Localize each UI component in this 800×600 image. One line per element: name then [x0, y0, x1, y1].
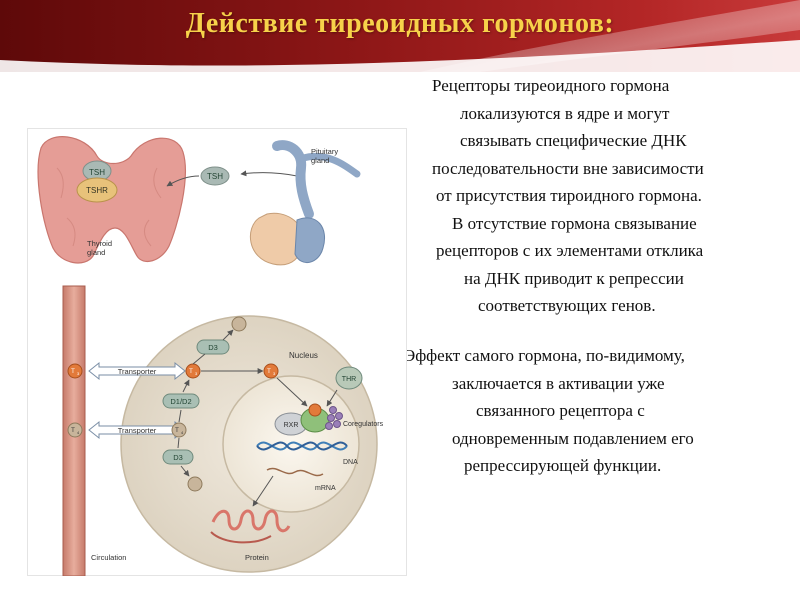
paragraph-line: соответствующих генов. — [478, 296, 656, 315]
paragraph-line: Эффект самого гормона, по-видимому, — [404, 346, 685, 365]
thyroid-label-line2: gland — [87, 248, 105, 257]
nucleus-label: Nucleus — [289, 351, 318, 360]
t4-to-d3-connector — [177, 437, 180, 449]
d3-enzyme-bottom — [162, 449, 194, 465]
protein-label: Protein — [245, 553, 269, 562]
paragraph-line: связанного рецептора с — [476, 401, 645, 420]
page-title: Действие тиреоидных гормонов: — [185, 8, 615, 39]
thr-to-complex-arrow — [326, 389, 338, 407]
tshr-receptor — [76, 177, 118, 203]
tsh-gland-label: TSH — [89, 168, 105, 177]
tsh-molecule — [200, 166, 230, 186]
thr-receptor — [335, 366, 363, 390]
coregulators-label: Coregulators — [343, 421, 384, 428]
d3-bottom-label: D3 — [173, 453, 183, 462]
transporter-label-2: Transporter — [118, 426, 157, 435]
t3-nucleus-label: T — [267, 369, 271, 375]
t4-cytoplasm-marker — [171, 422, 187, 438]
t4-circulating-marker — [67, 422, 83, 438]
paragraph-line: на ДНК приводит к репрессии — [464, 268, 684, 288]
protein-coil — [210, 509, 291, 544]
d3-to-t2-arrow — [222, 329, 234, 341]
circulation-label: Circulation — [91, 553, 126, 562]
t3-nucleus-marker — [263, 363, 279, 379]
paragraph-line: Рецепторы тиреоидного гормона — [432, 76, 670, 95]
title-band: Действие тиреоидных гормонов: — [0, 0, 800, 72]
t4-circulating-sub: 4 — [77, 430, 80, 435]
t3-circulating-sub: 3 — [77, 371, 80, 376]
dna-helix — [256, 441, 348, 451]
paragraph-line: репрессирующей функции. — [464, 456, 662, 475]
d1-d2-enzyme — [162, 393, 200, 409]
t4-cytoplasm-sub: 4 — [181, 430, 184, 435]
thyroid-label-line1: Thyroid — [87, 239, 112, 248]
coregulators-cluster — [325, 406, 343, 430]
d3-enzyme-top — [196, 339, 230, 355]
thr-label: THR — [342, 376, 356, 383]
pituitary-to-tsh-arrow — [240, 170, 298, 177]
rxr-label: RXR — [284, 422, 299, 429]
title-band-background — [0, 0, 800, 72]
d3-top-label: D3 — [208, 343, 218, 352]
paragraph-receptors: Рецепторы тиреоидного гормона локализуют… — [418, 72, 798, 320]
t3-cytoplasm-label: T — [189, 369, 193, 375]
d1-d2-label: D1/D2 — [170, 397, 191, 406]
t4-circulating-label: T — [71, 428, 75, 434]
paragraph-line: последовательности вне зависимости — [432, 158, 704, 178]
t2-top-marker — [231, 316, 247, 332]
tsh-to-thyroid-arrow — [166, 175, 200, 187]
paragraph-line: от присутствия тироидного гормона. — [436, 186, 702, 205]
t3-nucleus-sub: 3 — [273, 371, 276, 376]
paragraph-line: В отсутствие гормона связывание — [452, 213, 697, 233]
paragraph-line: заключается в активации уже — [452, 373, 665, 393]
pituitary-gland — [250, 140, 361, 266]
t3-circulating-marker — [67, 363, 83, 379]
t4-to-d1d2-connector — [178, 409, 182, 423]
transporter-t3 — [88, 361, 186, 381]
mrna-label: mRNA — [315, 485, 336, 492]
t4-cytoplasm-label: T — [175, 428, 179, 434]
d3-to-rt3-arrow — [180, 465, 190, 477]
transporter-label-1: Transporter — [118, 367, 157, 376]
thyroid-gland — [37, 136, 186, 264]
t3-cytoplasm-marker — [185, 363, 201, 379]
paragraph-line: локализуются в ядре и могут — [460, 103, 670, 123]
t3-bound-marker — [308, 403, 322, 417]
t3-to-receptor-arrow — [276, 377, 308, 407]
tsh-molecule-label: TSH — [207, 172, 223, 181]
mrna-strand — [266, 467, 324, 477]
paragraph-line: рецепторов с их элементами отклика — [436, 241, 704, 260]
t3-to-d3-connector — [192, 353, 206, 365]
dna-label: DNA — [343, 459, 358, 466]
paragraph-line: связывать специфические ДНК — [460, 131, 687, 150]
tshr-label: TSHR — [86, 186, 108, 195]
t3-cytoplasm-sub: 3 — [195, 371, 198, 376]
paragraph-hormone-effect: Эффект самого гормона, по-видимому, закл… — [404, 342, 798, 480]
thyroid-hormone-diagram: TSH TSHR Thyroid gland TSH Pituitary gla… — [27, 128, 407, 577]
pituitary-label-line2: gland — [311, 156, 329, 165]
paragraph-line: одновременным подавлением его — [452, 428, 694, 448]
rt3-marker — [187, 476, 203, 492]
mrna-to-protein-arrow — [252, 475, 274, 507]
diagram-canvas: TSH TSHR Thyroid gland TSH Pituitary gla… — [27, 128, 407, 577]
t3-circulating-label: T — [71, 369, 75, 375]
pituitary-label-line1: Pituitary — [311, 147, 338, 156]
d1d2-to-t3-arrow — [182, 379, 190, 393]
